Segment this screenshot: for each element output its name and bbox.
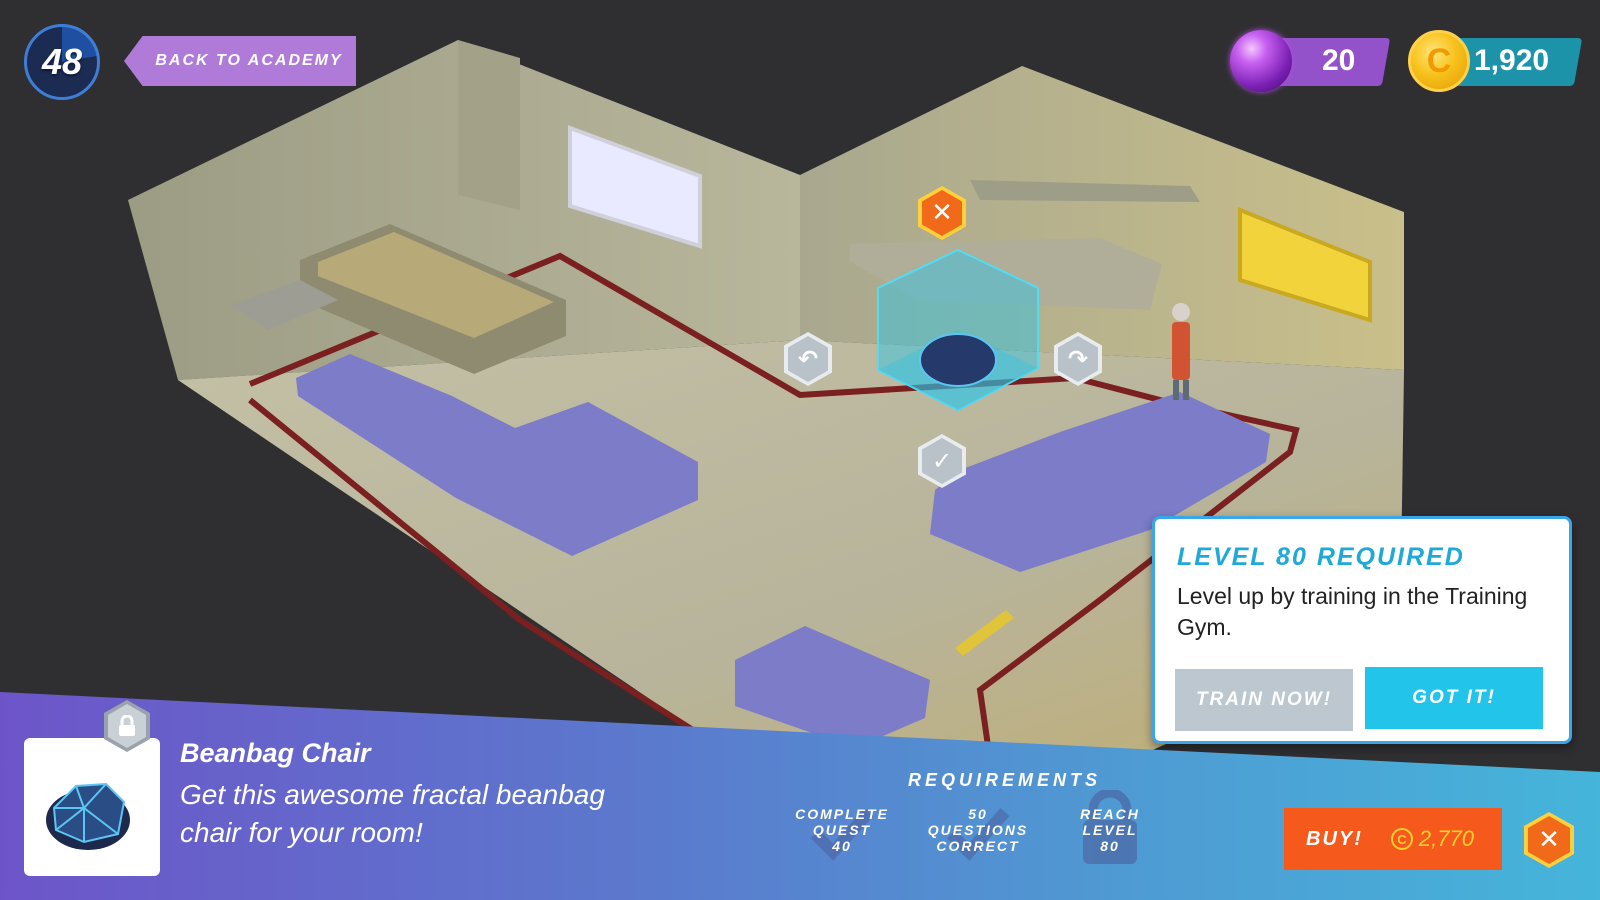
orb-icon <box>1230 30 1292 92</box>
requirement-line: QUEST <box>812 822 872 838</box>
requirement-line: CORRECT <box>936 838 1020 854</box>
train-now-button[interactable]: TRAIN NOW! <box>1175 669 1353 731</box>
popup-title: LEVEL 80 REQUIRED <box>1177 543 1465 571</box>
beanbag-icon <box>46 782 130 850</box>
requirements-title: REQUIREMENTS <box>908 770 1102 790</box>
item-thumbnail <box>24 738 160 876</box>
requirement-line: QUESTIONS <box>927 822 1029 838</box>
buy-button[interactable]: BUY! C 2,770 <box>1284 808 1502 870</box>
coin-icon: C <box>1408 30 1470 92</box>
requirement-line: REACH <box>1080 806 1140 822</box>
lock-icon <box>1083 790 1137 864</box>
coin-count: 1,920 <box>1474 44 1550 77</box>
coin-icon: C <box>1390 828 1413 850</box>
got-it-label: GOT IT! <box>1412 687 1496 708</box>
close-icon: ✕ <box>1528 816 1570 864</box>
train-now-label: TRAIN NOW! <box>1195 689 1333 710</box>
rotate-left-button[interactable]: ↶ <box>784 332 832 386</box>
rotate-left-icon: ↶ <box>788 336 828 382</box>
cancel-placement-button[interactable]: ✕ <box>918 186 966 240</box>
lock-icon <box>108 704 146 748</box>
locked-badge <box>104 700 150 752</box>
got-it-button[interactable]: GOT IT! <box>1365 667 1543 729</box>
buy-label: BUY! <box>1306 827 1363 850</box>
buy-price: 2,770 <box>1418 826 1474 851</box>
requirement-line: 50 <box>968 806 988 822</box>
back-to-academy-button[interactable]: BACK TO ACADEMY <box>124 36 356 86</box>
buy-coin-symbol: C <box>1397 831 1407 847</box>
check-icon: ✓ <box>922 438 962 484</box>
item-name: Beanbag Chair <box>180 738 371 768</box>
requirement-line: LEVEL <box>1082 822 1138 838</box>
requirement-line: 80 <box>1100 838 1120 854</box>
close-icon: ✕ <box>922 190 962 236</box>
check-icon <box>946 807 1010 861</box>
popup-message: Level up by training in the Training Gym… <box>1177 583 1528 640</box>
check-icon <box>810 807 874 861</box>
coin-symbol: C <box>1426 41 1452 80</box>
orb-count: 20 <box>1322 44 1356 77</box>
back-to-academy-label: BACK TO ACADEMY <box>155 52 343 69</box>
item-description: Get this awesome fractal beanbag chair f… <box>180 779 605 848</box>
requirement-questions-correct: 50 QUESTIONS CORRECT <box>918 806 1038 861</box>
requirement-line: COMPLETE <box>795 806 889 822</box>
level-required-popup: LEVEL 80 REQUIRED Level up by training i… <box>1152 516 1572 744</box>
requirement-complete-quest: COMPLETE QUEST 40 <box>782 806 902 861</box>
player-level: 48 <box>41 41 83 82</box>
requirement-line: 40 <box>832 838 852 854</box>
close-item-button[interactable]: ✕ <box>1524 812 1574 868</box>
player-level-badge: 48 <box>24 24 100 100</box>
confirm-placement-button[interactable]: ✓ <box>918 434 966 488</box>
requirement-reach-level: REACH LEVEL 80 <box>1050 790 1170 864</box>
rotate-right-button[interactable]: ↷ <box>1054 332 1102 386</box>
rotate-right-icon: ↷ <box>1058 336 1098 382</box>
